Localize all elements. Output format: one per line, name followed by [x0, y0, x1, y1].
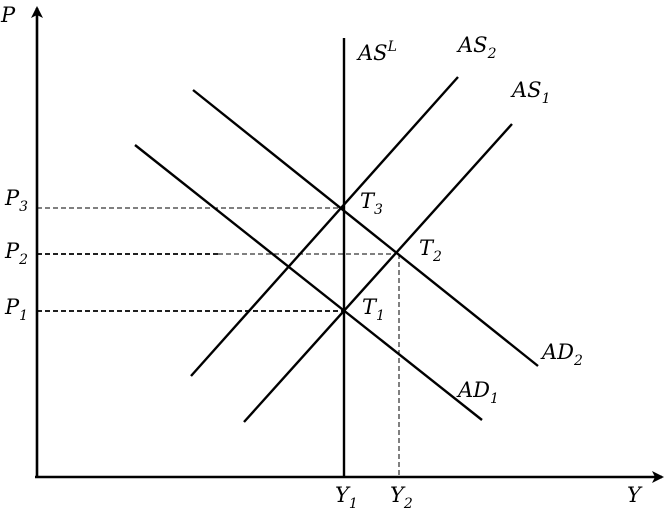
ad2-label: AD2	[540, 340, 583, 369]
x-axis-label: Y	[627, 483, 643, 507]
t3-label: T3	[360, 189, 383, 218]
as2-label: AS2	[456, 33, 497, 62]
y1-label: Y1	[335, 483, 358, 512]
p2-label: P2	[4, 239, 28, 268]
as1-curve	[243, 123, 513, 423]
ad1-curve	[134, 144, 483, 421]
p3-label: P3	[4, 186, 28, 215]
y-axis-label: P	[0, 3, 16, 27]
as1-label: AS1	[510, 78, 550, 107]
y2-label: Y2	[390, 483, 413, 512]
p1-label: P1	[4, 295, 28, 324]
t2-label: T2	[419, 236, 442, 265]
ad1-label: AD1	[456, 378, 499, 407]
as2-curve	[190, 76, 459, 377]
as-long-run-label: ASL	[356, 39, 397, 65]
ad2-curve	[192, 89, 539, 367]
t1-label: T1	[362, 295, 385, 324]
